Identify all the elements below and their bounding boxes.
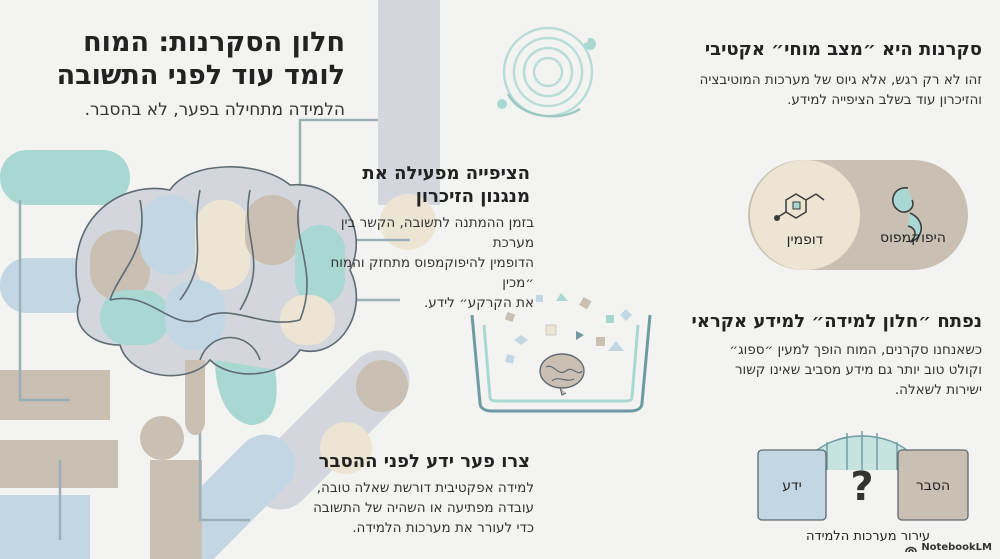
section-1-title: סקרנות היא ״מצב מוחי״ אקטיבי [704,39,982,60]
brain-illustration [75,166,358,435]
page-title-line-1: חלון הסקרנות: המוח [83,27,345,58]
brand-badge: NotebookLM [905,542,992,553]
knowledge-block [757,449,827,521]
dopamine-hippocampus-diagram: דופמין היפוקמפוס [748,160,968,270]
section-2-body-line-3: את הקרקע״ לידע. [423,295,534,311]
knowledge-gap-bridge-diagram: ? ידע הסבר [757,431,969,521]
deco-circle-taupe [356,360,408,412]
learning-window-container-icon [470,293,652,413]
bridge-caption: עירור מערכות הלמידה [805,529,930,544]
section-4-body-line-3: כדי לעורר את מערכות הלמידה. [352,520,534,536]
deco-circle-beige [380,194,436,250]
section-3-body-line-1: כשאנחנו סקרנים, המוח הופך למעין ״ספוג״ [729,342,982,358]
section-3-body-line-2: וקולט טוב יותר גם מידע מסביב שאינו קשור [734,362,982,378]
brain-artwork [0,0,440,559]
page-title-line-2: לומד עוד לפני התשובה [56,60,345,91]
section-1-body-line-1: זהו לא רק רגש, אלא גיוס של מערכות המוטיב… [699,72,982,88]
brand-name: NotebookLM [921,542,992,553]
knowledge-label: ידע [782,478,802,494]
dopamine-label: דופמין [787,232,824,248]
hippocampus-label: היפוקמפוס [880,230,946,246]
floating-information-shapes [504,293,632,364]
section-2-body-line-1: בזמן ההמתנה לתשובה, הקשר בין מערכת [340,215,534,251]
concentric-rings-icon [497,26,596,118]
section-3-body-line-3: ישירות לשאלה. [894,382,982,398]
section-4-title: צרו פער ידע לפני ההסבר [318,451,530,472]
deco-pillar-top [378,0,440,205]
section-2-body-line-2: הדופמין להיפוקמפוס מתחזק והמוח ״מכין [330,255,534,291]
deco-bar-taupe [0,370,110,420]
deco-pill-blue-left [0,258,100,313]
section-3-body: כשאנחנו סקרנים, המוח הופך למעין ״ספוג״ ו… [662,340,982,400]
section-2-body: בזמן ההמתנה לתשובה, הקשר בין מערכת הדופמ… [304,213,534,313]
deco-bar-blue [0,495,90,559]
section-1-body-line-2: והזיכרון עוד בשלב הציפייה למידע. [787,92,982,108]
question-mark-icon: ? [850,464,873,510]
section-2-title-line-1: הציפייה מפעילה את [362,163,530,184]
small-brain-icon [539,353,585,396]
section-4-body-line-2: עובדה מפתיעה או השהיה של התשובה [313,500,534,516]
page-subtitle: הלמידה מתחילה בפער, לא בהסבר. [84,100,345,120]
section-4-body-line-1: למידה אפקטיבית דורשת שאלה טובה, [316,480,534,496]
deco-pill-teal-left [0,150,130,205]
section-2-title-line-2: מנגנון הזיכרון [415,186,530,207]
explanation-block [897,449,969,521]
explanation-label: הסבר [916,478,950,494]
section-2-title: הציפייה מפעילה את מנגנון הזיכרון [340,162,530,208]
section-1-body: זהו לא רק רגש, אלא גיוס של מערכות המוטיב… [642,70,982,110]
section-3-title: נפתח ״חלון למידה״ למידע אקראי [691,311,982,332]
page-title: חלון הסקרנות: המוח לומד עוד לפני התשובה [15,26,345,92]
hippocampus-seahorse-icon [892,187,923,243]
deco-bar-taupe-bottom [150,460,202,559]
notebooklm-logo-icon [905,546,918,552]
deco-circle-taupe-2 [140,416,184,460]
dopamine-circle [750,160,860,270]
deco-circle-beige-2 [320,422,372,474]
section-4-body: למידה אפקטיבית דורשת שאלה טובה, עובדה מפ… [294,478,534,538]
